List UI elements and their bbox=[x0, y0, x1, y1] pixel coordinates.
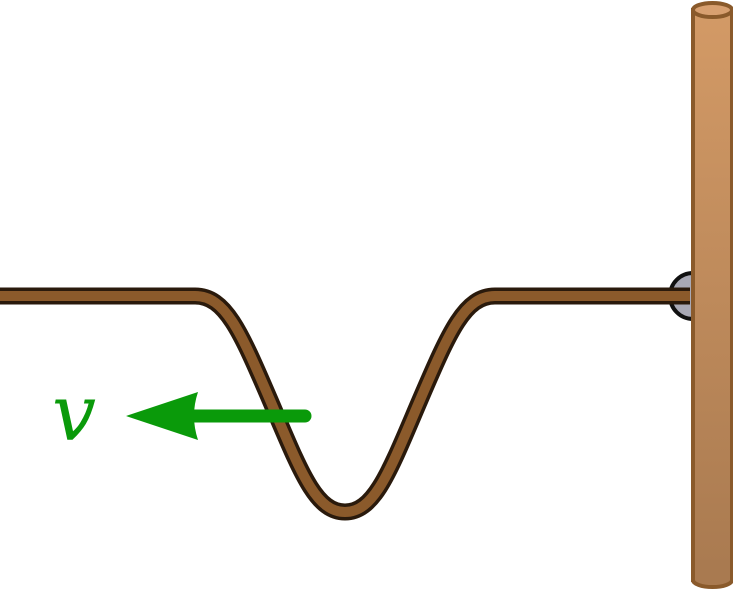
rope bbox=[0, 287, 690, 521]
left-arrow-icon bbox=[126, 392, 312, 440]
rope-outline bbox=[0, 287, 690, 521]
pole bbox=[691, 1, 733, 589]
pole-top bbox=[691, 1, 733, 19]
rope-core bbox=[0, 291, 690, 517]
velocity-label: v bbox=[52, 369, 96, 459]
